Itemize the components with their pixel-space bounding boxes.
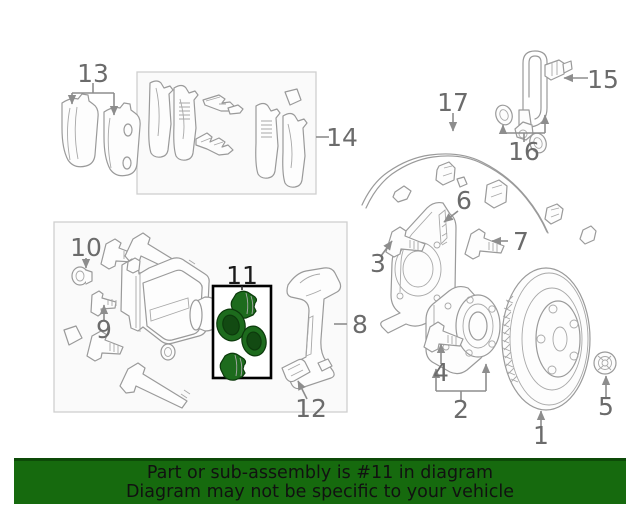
brake-pad-inner	[103, 102, 141, 177]
pad-kit-hardware-upper	[202, 94, 244, 115]
brake-hydraulic-hose	[514, 50, 573, 141]
callout-label-6: 6	[456, 186, 472, 215]
notice-line-2: Diagram may not be specific to your vehi…	[125, 481, 515, 502]
pad-kit-pad-3	[255, 102, 281, 179]
callout-label-4: 4	[433, 358, 449, 387]
brake-pad-outer	[61, 93, 99, 168]
caliper-piston	[189, 296, 217, 332]
pad-kit-pad-1	[148, 80, 174, 158]
guide-pin-bushing	[160, 343, 176, 361]
callout-label-5: 5	[598, 392, 614, 421]
seal-kit-piston-seal-left	[216, 308, 246, 342]
callout-leader-13	[67, 83, 119, 116]
brake-pad-kit-panel	[136, 71, 317, 195]
hub-mounting-bolt	[423, 321, 464, 353]
abs-wheel-speed-sensor	[361, 153, 597, 245]
pad-kit-shim	[284, 88, 302, 106]
callout-leader-16	[498, 114, 550, 142]
caliper-seal-repair-kit[interactable]	[211, 284, 273, 381]
bleeder-cap	[71, 266, 93, 286]
spindle-nut	[593, 351, 617, 375]
hose-sealing-washer-upper	[495, 104, 513, 126]
caliper-mounting-bracket	[281, 267, 342, 390]
pad-kit-pad-2	[173, 84, 199, 161]
callout-label-3: 3	[370, 249, 386, 278]
seal-kit-piston-seal-right	[241, 325, 267, 357]
callout-leader-3	[380, 240, 393, 257]
pad-kit-pad-4	[282, 112, 308, 188]
callout-label-9: 9	[96, 315, 112, 344]
callout-label-13: 13	[77, 59, 109, 88]
callout-label-7: 7	[513, 227, 529, 256]
callout-label-11: 11	[226, 261, 258, 290]
brake-caliper-body	[120, 257, 210, 345]
notice-line-1: Part or sub-assembly is #11 in diagram	[146, 463, 494, 484]
pad-kit-hardware-lower	[195, 132, 234, 156]
anti-rattle-plate	[63, 325, 83, 346]
callout-label-8: 8	[352, 310, 368, 339]
callout-label-16: 16	[508, 137, 540, 166]
bleeder-screw	[90, 290, 117, 317]
notice-banner: Part or sub-assembly is #11 in diagram D…	[14, 458, 626, 504]
caliper-bolt-bottom	[86, 330, 124, 362]
callout-label-14: 14	[326, 123, 358, 152]
caliper-assembly-panel	[53, 221, 348, 413]
brake-pad-set-13	[61, 93, 141, 177]
callout-label-15: 15	[587, 65, 619, 94]
callout-label-10: 10	[70, 233, 102, 262]
callout-leader-6	[443, 210, 459, 223]
callout-label-2: 2	[453, 395, 469, 424]
callout-label-17: 17	[437, 88, 469, 117]
caliper-bracket-bolt	[464, 228, 505, 260]
callout-label-1: 1	[533, 421, 549, 450]
seal-kit-dust-boot-lower	[219, 352, 247, 381]
dust-shield-bolt	[385, 226, 426, 258]
brake-rotor-disc	[501, 267, 591, 411]
guide-pin-lower	[119, 362, 191, 409]
callout-label-12: 12	[295, 394, 327, 423]
callout-leader-12	[297, 380, 308, 400]
callout-leader-2	[431, 363, 491, 400]
